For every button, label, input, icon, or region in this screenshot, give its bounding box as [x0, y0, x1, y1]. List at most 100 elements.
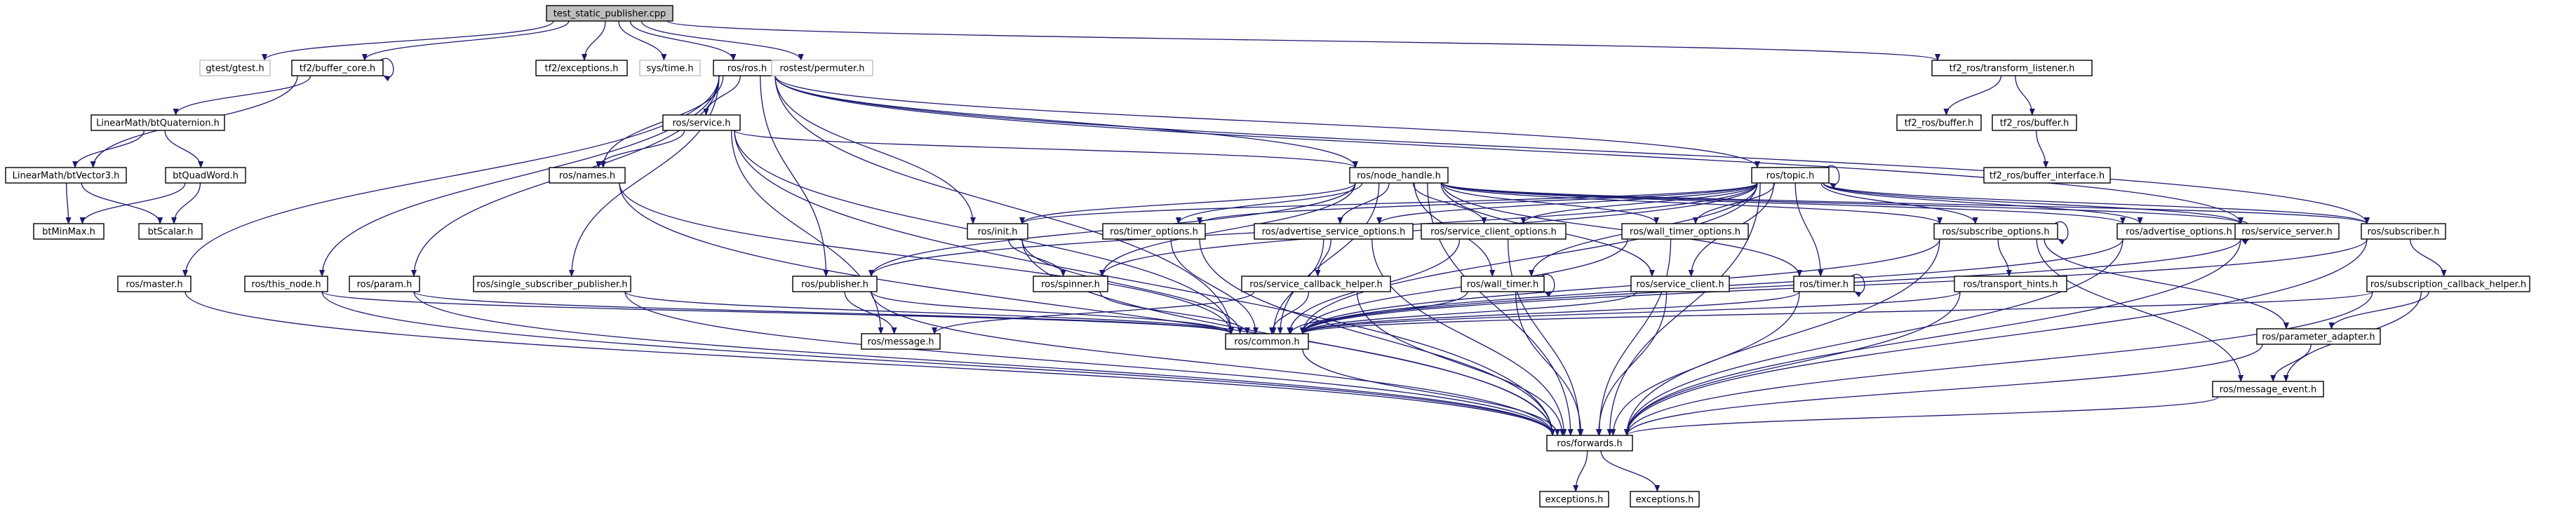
node-box	[967, 223, 1028, 240]
edge-quaternion-to-vector3	[72, 130, 145, 168]
edge-timer_options-to-common_h	[1170, 238, 1259, 334]
node-tf2_buffer_b[interactable]: tf2_ros/buffer.h	[1992, 114, 2077, 131]
edge-quadword-to-scalar	[171, 182, 201, 224]
edge-quadword-to-minmax	[79, 182, 186, 224]
edge-ros_h-to-this_node	[319, 75, 720, 277]
edge-node_handle-to-timer_options	[1175, 182, 1363, 224]
node-this_node[interactable]: ros/this_node.h	[244, 276, 328, 292]
edge-line	[81, 182, 163, 224]
node-publisher_h[interactable]: ros/publisher.h	[792, 276, 878, 292]
node-label: ros/advertise_options.h	[2126, 227, 2232, 238]
node-label: ros/subscription_callback_helper.h	[2370, 280, 2526, 290]
edge-root-to-transform_listener	[666, 20, 1940, 61]
node-sub_callback_helper[interactable]: ros/subscription_callback_helper.h	[2366, 276, 2530, 292]
edge-line	[1624, 291, 1961, 436]
edge-ros_h-to-service_server	[774, 75, 2243, 224]
node-buffer_interface[interactable]: tf2_ros/buffer_interface.h	[1983, 167, 2111, 184]
node-label: ros/subscribe_options.h	[1942, 227, 2049, 238]
edge-line	[1269, 291, 1310, 334]
node-spinner_h[interactable]: ros/spinner.h	[1033, 276, 1108, 292]
node-common_h[interactable]: ros/common.h	[1225, 333, 1309, 350]
node-box	[1254, 223, 1414, 240]
node-service_client[interactable]: ros/service_client.h	[1630, 276, 1730, 292]
node-forwards_h[interactable]: ros/forwards.h	[1546, 435, 1633, 452]
edge-transport_hints-to-common_h	[1300, 291, 1961, 334]
node-transport_hints[interactable]: ros/transport_hints.h	[1954, 276, 2067, 292]
node-minmax[interactable]: btMinMax.h	[33, 223, 105, 240]
node-timer_options[interactable]: ros/timer_options.h	[1102, 223, 1206, 240]
node-vector3[interactable]: LinearMath/btVector3.h	[5, 167, 127, 184]
node-names_h[interactable]: ros/names.h	[549, 167, 626, 184]
node-exceptions_a[interactable]: exceptions.h	[1539, 491, 1609, 508]
edge-line	[1600, 450, 1661, 492]
node-quadword[interactable]: btQuadWord.h	[165, 167, 246, 184]
node-service_callback_helper[interactable]: ros/service_callback_helper.h	[1241, 276, 1391, 292]
edge-line	[1624, 238, 1940, 436]
node-root: test_static_publisher.cpp	[546, 5, 673, 22]
node-box	[2234, 223, 2340, 240]
node-wall_timer[interactable]: ros/wall_timer.h	[1461, 276, 1545, 292]
edge-root-to-sys_time	[618, 20, 667, 61]
node-message_event[interactable]: ros/message_event.h	[2212, 381, 2324, 398]
node-scalar[interactable]: btScalar.h	[138, 223, 203, 240]
edge-line	[703, 75, 741, 116]
node-topic_h[interactable]: ros/topic.h	[1751, 167, 1830, 184]
edge-timer_h-to-common_h	[1300, 291, 1800, 334]
edge-line	[321, 291, 1555, 436]
node-buffer_core[interactable]: tf2/buffer_core.h	[291, 60, 384, 76]
node-parameter_adapter[interactable]: ros/parameter_adapter.h	[2256, 328, 2381, 345]
node-advertise_options[interactable]: ros/advertise_options.h	[2117, 223, 2241, 240]
node-subscribe_options[interactable]: ros/subscribe_options.h	[1933, 223, 2058, 240]
node-transform_listener[interactable]: tf2_ros/transform_listener.h	[1931, 60, 2093, 76]
node-single_sub_pub[interactable]: ros/single_subscriber_publisher.h	[473, 276, 631, 292]
edge-ros_h-to-publisher_h	[760, 75, 829, 277]
edge-line	[65, 182, 72, 224]
edge-ros_h-to-init_h	[774, 75, 976, 224]
edge-line	[760, 75, 829, 277]
node-init_h[interactable]: ros/init.h	[967, 223, 1028, 240]
node-label: tf2_ros/buffer_interface.h	[1990, 171, 2105, 182]
node-exceptions_b[interactable]: exceptions.h	[1630, 491, 1700, 508]
edge-sub_callback_helper-to-parameter_adapter	[2328, 291, 2429, 330]
node-box	[2212, 381, 2324, 398]
node-advertise_service_options[interactable]: ros/advertise_service_options.h	[1254, 223, 1414, 240]
edge-line	[1371, 238, 1567, 436]
edge-single_sub_pub-to-forwards_h	[624, 291, 1555, 436]
node-service_client_options[interactable]: ros/service_client_options.h	[1421, 223, 1567, 240]
node-node_handle[interactable]: ros/node_handle.h	[1349, 167, 1449, 184]
node-ros_h[interactable]: ros/ros.h	[713, 60, 781, 76]
node-quaternion[interactable]: LinearMath/btQuaternion.h	[90, 114, 225, 131]
node-service_server[interactable]: ros/service_server.h	[2234, 223, 2340, 240]
node-label: ros/single_subscriber_publisher.h	[477, 280, 628, 290]
node-label: ros/service_client.h	[1636, 280, 1724, 290]
node-subscriber_h[interactable]: ros/subscriber.h	[2361, 223, 2446, 240]
node-box	[861, 333, 941, 350]
node-message_h[interactable]: ros/message.h	[861, 333, 941, 350]
node-box	[1896, 114, 1982, 131]
node-box	[1539, 491, 1609, 508]
node-tf2_exceptions[interactable]: tf2/exceptions.h	[535, 60, 628, 76]
edge-line	[1356, 291, 1565, 436]
node-label: rostest/permuter.h	[779, 64, 864, 74]
node-wall_timer_options[interactable]: ros/wall_timer_options.h	[1621, 223, 1749, 240]
edge-line	[2270, 344, 2312, 382]
node-master_h[interactable]: ros/master.h	[117, 276, 192, 292]
edge-line	[1520, 182, 1758, 224]
node-tf2_buffer_a[interactable]: tf2_ros/buffer.h	[1896, 114, 1982, 131]
edge-line	[1624, 238, 2368, 436]
edge-line	[413, 291, 1234, 334]
edge-line	[1021, 238, 1243, 334]
edge-wall_timer_options-to-forwards_h	[1596, 238, 1672, 436]
edge-this_node-to-forwards_h	[321, 291, 1555, 436]
node-label: tf2/buffer_core.h	[300, 64, 375, 74]
node-param_h[interactable]: ros/param.h	[349, 276, 420, 292]
node-service_h[interactable]: ros/service.h	[662, 114, 741, 131]
edge-service_callback_helper-to-common_h	[1269, 291, 1310, 334]
edge-ros_h-to-master_h	[182, 75, 720, 277]
node-label: ros/ros.h	[727, 64, 767, 74]
edge-root-to-permuter	[640, 20, 804, 61]
node-label: ros/names.h	[559, 171, 615, 182]
edge-line	[2328, 291, 2429, 330]
edges-layer	[65, 20, 2447, 492]
node-timer_h[interactable]: ros/timer.h	[1793, 276, 1855, 292]
